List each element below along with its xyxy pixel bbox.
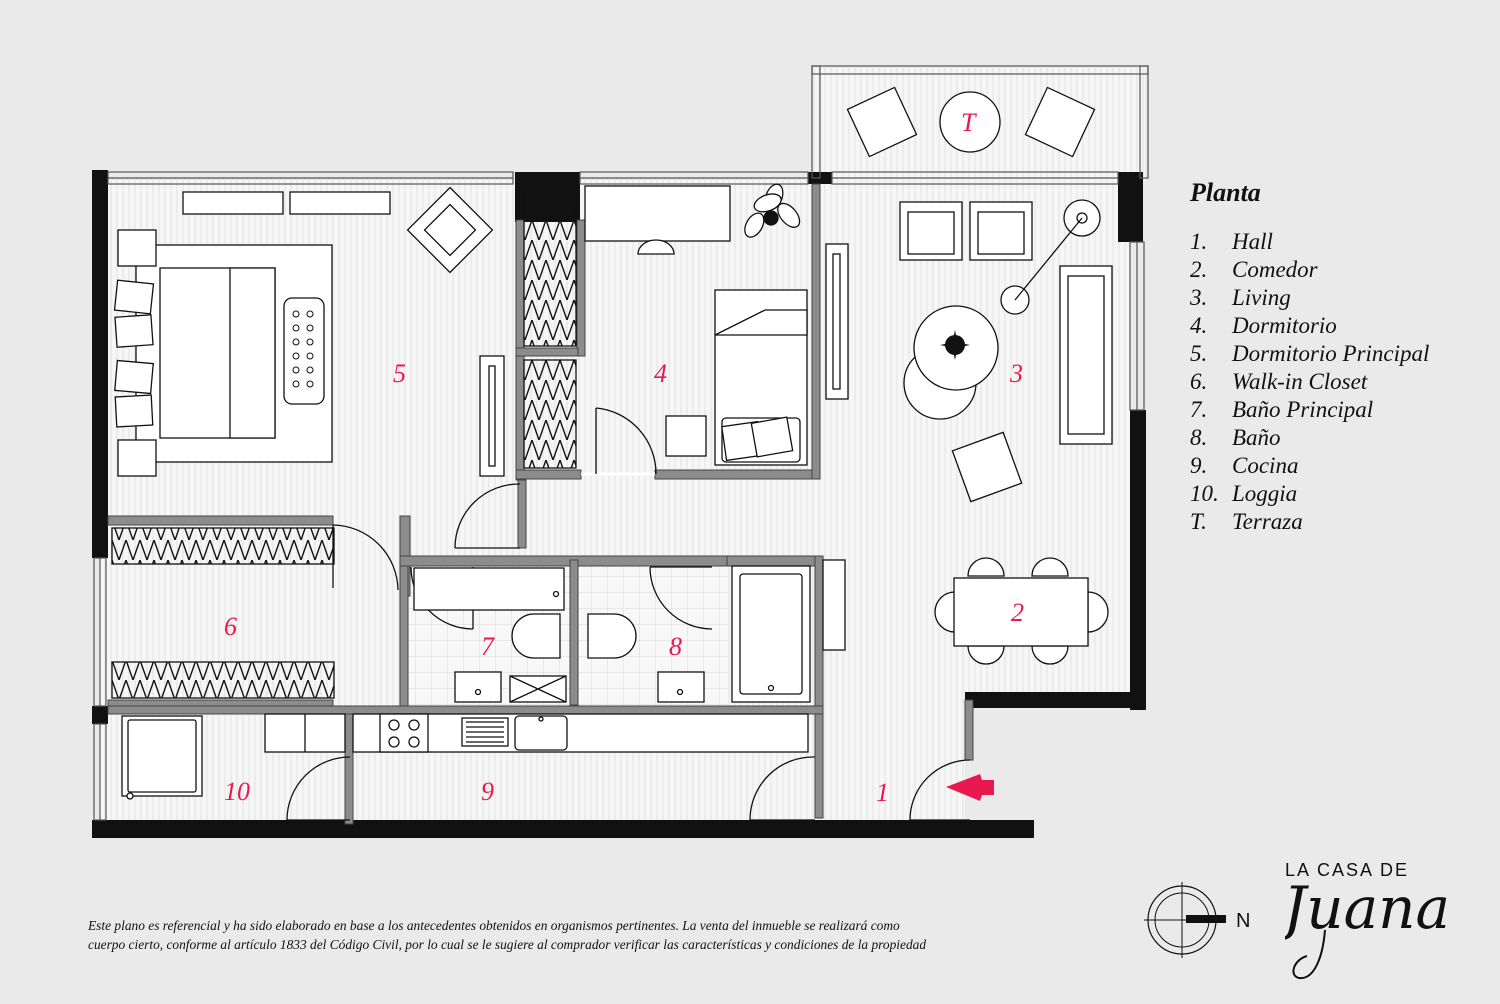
- doors: [286, 407, 971, 821]
- kitchen-fixtures: [121, 713, 809, 800]
- logo-script: Juana: [1285, 874, 1450, 980]
- closets: [111, 189, 577, 699]
- legend-item: 8.Baño: [1190, 425, 1281, 450]
- disclaimer: Este plano es referencial y ha sido elab…: [88, 916, 1128, 954]
- plant-icon: [744, 183, 801, 238]
- interior-walls: [107, 183, 974, 825]
- logo-top-text: LA CASA DE: [1285, 860, 1410, 880]
- room-label-10: 10: [224, 777, 250, 806]
- legend-item: 4.Dormitorio: [1190, 313, 1337, 338]
- legend-item: 3.Living: [1190, 285, 1291, 310]
- room-label-8: 8: [669, 632, 682, 661]
- bed-button-grid: [292, 310, 314, 388]
- legend-item: 9.Cocina: [1190, 453, 1299, 478]
- legend-item: 1.Hall: [1190, 229, 1273, 254]
- legend-list: 1.Hall 2.Comedor 3.Living 4.Dormitorio 5…: [1190, 228, 1429, 536]
- windows: [93, 65, 1149, 821]
- logo: LA CASA DE Juana: [1285, 860, 1485, 990]
- terrace-furniture: [846, 86, 1096, 158]
- svg-text:Juana: Juana: [1285, 874, 1450, 942]
- legend-item: 2.Comedor: [1190, 257, 1318, 282]
- dining-furniture: [934, 557, 1109, 665]
- legend: Planta 1.Hall 2.Comedor 3.Living 4.Dormi…: [1190, 178, 1429, 536]
- legend-item: T.Terraza: [1190, 509, 1303, 534]
- legend-item: 10.Loggia: [1190, 481, 1298, 506]
- disclaimer-line: cuerpo cierto, conforme al artículo 1833…: [88, 937, 927, 952]
- room-label-terrace: T: [961, 108, 977, 137]
- legend-item: 5.Dormitorio Principal: [1190, 341, 1430, 366]
- bedroom-furniture: [584, 185, 849, 466]
- room-label-5: 5: [393, 359, 406, 388]
- entrance-arrow-icon: [946, 774, 994, 801]
- living-furniture: [899, 199, 1113, 503]
- disclaimer-line: Este plano es referencial y ha sido elab…: [88, 918, 900, 933]
- legend-title: Planta: [1190, 178, 1261, 207]
- legend-item: 6.Walk-in Closet: [1190, 369, 1368, 394]
- room-label-4: 4: [654, 359, 667, 388]
- room-label-1: 1: [876, 778, 889, 807]
- bathroom-fixtures: [413, 559, 846, 703]
- legend-item: 7.Baño Principal: [1190, 397, 1374, 422]
- room-label-6: 6: [224, 612, 237, 641]
- room-label-9: 9: [481, 777, 494, 806]
- room-label-2: 2: [1011, 598, 1024, 627]
- compass-letter: N: [1236, 910, 1250, 932]
- north-compass-icon: N: [1144, 882, 1250, 958]
- room-label-7: 7: [481, 632, 495, 661]
- master-bedroom-furniture: [113, 186, 505, 477]
- table-flower-icon: [940, 330, 970, 360]
- room-labels: 1 2 3 4 5 6 7 8 9 10 T: [224, 108, 1024, 807]
- room-label-3: 3: [1009, 359, 1023, 388]
